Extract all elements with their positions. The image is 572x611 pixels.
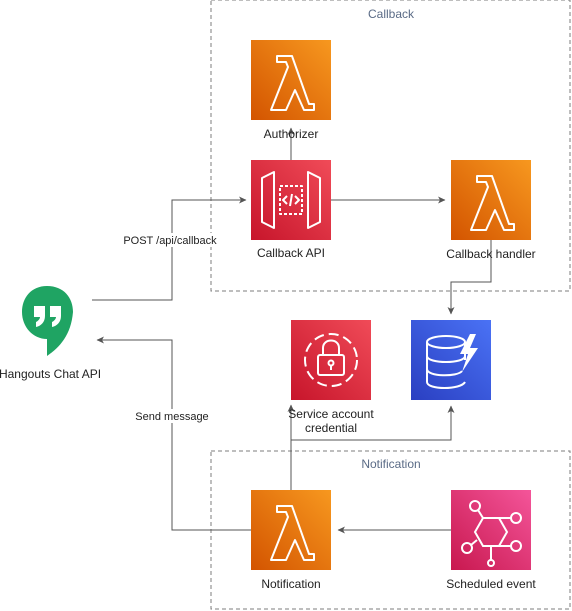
hangouts-chat-icon [22,286,73,356]
edge-label-bg-post [118,233,222,247]
callback-group: Callback [210,0,571,292]
callback-group-border [210,0,571,292]
service-account-node[interactable]: Service account credential [288,320,374,435]
lambda-symbol-icon [270,55,315,111]
service-account-label-line1: Service account [288,407,374,421]
lambda-symbol-icon [470,175,515,231]
callback-group-label: Callback [368,7,415,21]
service-account-label-line2: credential [305,421,357,435]
secrets-manager-symbol-icon [304,333,358,387]
edge-hangouts-to-callback-api [92,196,247,301]
eventbridge-symbol-icon [461,500,522,567]
authorizer-node[interactable]: Authorizer [251,40,331,141]
notification-node[interactable]: Notification [251,490,331,591]
hangouts-chat-node[interactable]: Hangouts Chat API [0,286,101,381]
edge-handler-to-dynamodb [447,240,492,315]
authorizer-label: Authorizer [264,127,319,141]
hangouts-chat-label: Hangouts Chat API [0,367,101,381]
edge-notification-to-hangouts [96,336,251,531]
authorizer-lambda-icon [251,40,331,120]
notification-lambda-icon [251,490,331,570]
callback-handler-node[interactable]: Callback handler [446,160,536,261]
edge-label-send-message: Send message [135,411,208,423]
callback-api-node[interactable]: Callback API [251,160,331,260]
scheduled-event-node[interactable]: Scheduled event [446,490,536,591]
edge-notification-to-dynamodb [290,405,455,455]
scheduled-event-label: Scheduled event [446,577,536,591]
callback-handler-label: Callback handler [446,247,535,261]
notification-label: Notification [261,577,320,591]
notification-group-label: Notification [361,457,420,471]
edges [92,127,492,534]
edge-label-bg-send [130,409,214,423]
lambda-symbol-icon [270,505,315,561]
callback-handler-lambda-icon [451,160,531,240]
api-gateway-symbol-icon [261,171,321,229]
callback-api-label: Callback API [257,246,325,260]
edge-label-post-callback: POST /api/callback [123,235,217,247]
dynamodb-node[interactable] [411,320,491,400]
dynamodb-symbol-icon [426,334,478,389]
